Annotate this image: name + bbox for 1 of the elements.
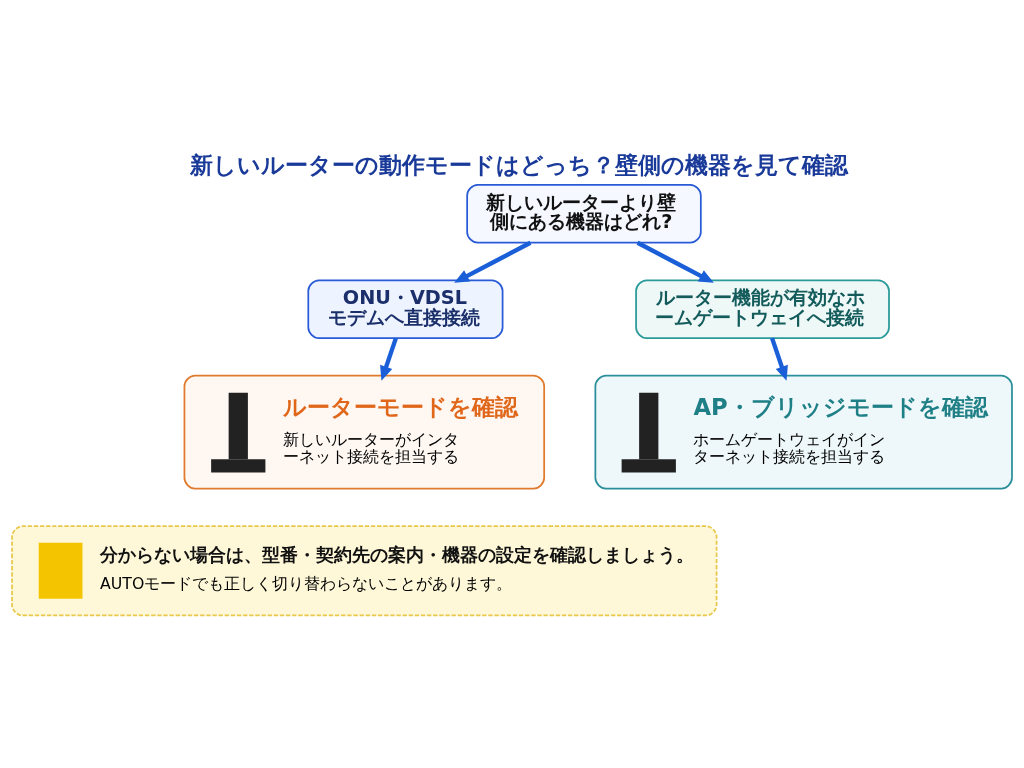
diagram-title: 新しいルーターの動作モードはどっち？壁側の機器を見て確認 — [189, 152, 848, 179]
